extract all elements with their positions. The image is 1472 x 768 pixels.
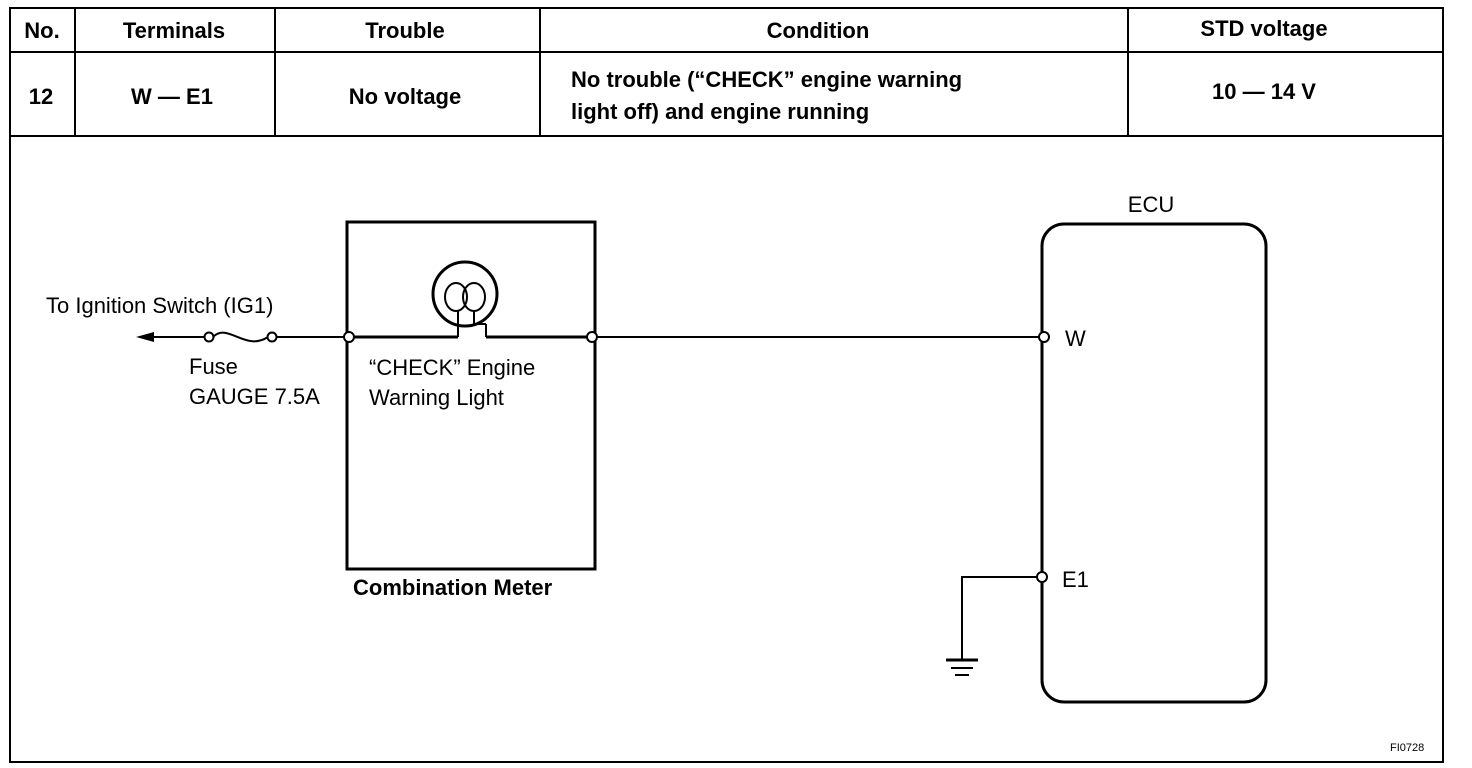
lamp-label-line2: Warning Light: [369, 385, 504, 410]
circuit: To Ignition Switch (IG1) Fuse GAUGE 7.5A…: [46, 192, 1424, 754]
figure-code: FI0728: [1390, 742, 1424, 754]
ground-icon: [946, 658, 978, 676]
combination-meter-label: Combination Meter: [353, 575, 553, 600]
outer-frame: [9, 7, 1444, 763]
combination-meter-box: [345, 220, 597, 571]
warning-lamp-icon: [431, 260, 499, 337]
cell-std-voltage: 10 — 14 V: [1212, 79, 1316, 104]
cell-terminals: W — E1: [131, 84, 213, 109]
fuse-symbol-icon: [203, 331, 278, 343]
wire-ground: [961, 576, 1037, 660]
fuse-label: Fuse: [189, 354, 238, 379]
cell-condition-line2: light off) and engine running: [571, 99, 869, 124]
header-trouble: Trouble: [365, 18, 444, 43]
ignition-switch-label: To Ignition Switch (IG1): [46, 293, 273, 318]
header-terminals: Terminals: [123, 18, 225, 43]
meter-input-node: [343, 331, 355, 343]
cell-no: 12: [29, 84, 53, 109]
ecu-terminal-e1-node: [1036, 571, 1048, 583]
cell-trouble: No voltage: [349, 84, 461, 109]
ecu-label: ECU: [1128, 192, 1174, 217]
spec-table: No. Terminals Trouble Condition STD volt…: [9, 7, 1444, 763]
fuse-rating-label: GAUGE 7.5A: [189, 384, 320, 409]
header-condition: Condition: [767, 18, 870, 43]
cell-condition-line1: No trouble (“CHECK” engine warning: [571, 67, 962, 92]
header-std-voltage: STD voltage: [1200, 16, 1327, 41]
terminal-e1-label: E1: [1062, 567, 1089, 592]
ecu-terminal-w-node: [1038, 331, 1050, 343]
header-no: No.: [24, 18, 59, 43]
meter-output-node: [586, 331, 598, 343]
lamp-label-line1: “CHECK” Engine: [369, 355, 535, 380]
terminal-w-label: W: [1065, 326, 1086, 351]
arrow-left-icon: [136, 332, 154, 342]
ecu-box: [1040, 222, 1268, 704]
